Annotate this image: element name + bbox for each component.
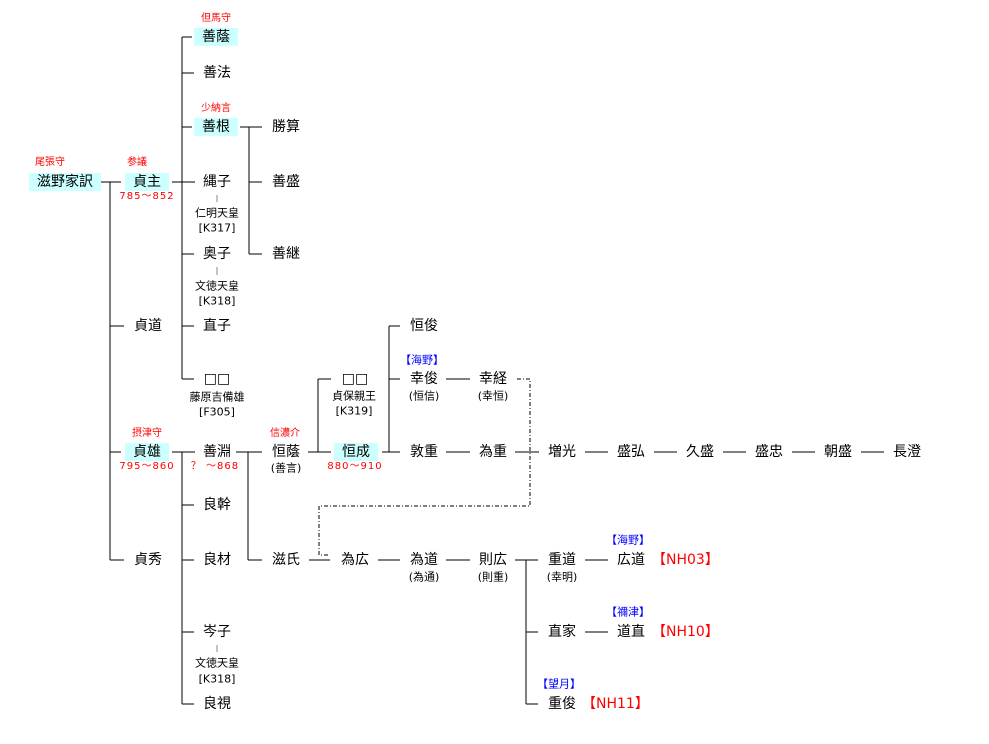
person-hisamori[interactable]: 久盛: [686, 444, 714, 460]
sadao-years: 795～860: [119, 461, 175, 472]
clan-label: 【海野】: [400, 353, 444, 367]
person-yoshibuchi[interactable]: 善淵: [203, 444, 231, 460]
person-yoshinori[interactable]: 善法: [203, 65, 231, 81]
spouse-code: [K317]: [198, 221, 236, 235]
sadanushi-title: 参議: [127, 157, 147, 168]
person-sadahide[interactable]: 貞秀: [134, 552, 162, 568]
spouse-label: 藤原吉備雄: [189, 390, 245, 404]
person-yoshikage[interactable]: 善蔭: [194, 28, 238, 46]
person-masumitsu[interactable]: 増光: [548, 444, 576, 460]
person-sadanushi[interactable]: 貞主: [125, 173, 169, 191]
person-unknown-daughter-2[interactable]: □□: [341, 371, 369, 387]
yoshine-title: 少納言: [201, 103, 231, 114]
root-person[interactable]: 滋野家訳: [29, 173, 101, 191]
ref-link[interactable]: 【NH03】: [652, 552, 719, 568]
alt-name: (幸恒): [477, 389, 509, 403]
spouse-label: 文徳天皇: [195, 279, 239, 293]
person-mineko[interactable]: 岑子: [203, 624, 231, 640]
person-naoie[interactable]: 直家: [548, 624, 576, 640]
tsunekage-title: 信濃介: [270, 428, 300, 439]
spouse-label: 文徳天皇: [195, 656, 239, 670]
clan-label: 【禰津】: [606, 605, 650, 619]
person-tadako[interactable]: 縄子: [203, 174, 231, 190]
person-atsushige[interactable]: 敦重: [410, 444, 438, 460]
alt-name: (則重): [477, 570, 509, 584]
spouse-code: [F305]: [199, 405, 235, 419]
person-yukitsune[interactable]: 幸経: [479, 371, 507, 387]
person-yoshimoto[interactable]: 良幹: [203, 497, 231, 513]
person-nagazumi[interactable]: 長澄: [893, 444, 921, 460]
person-shigemichi[interactable]: 重道: [548, 552, 576, 568]
person-tamehiro[interactable]: 為広: [341, 552, 369, 568]
person-tameshige[interactable]: 為重: [479, 444, 507, 460]
alt-name: (幸明): [546, 570, 578, 584]
clan-label: 【望月】: [537, 677, 581, 691]
person-moritada[interactable]: 盛忠: [755, 444, 783, 460]
yoshikage-title: 但馬守: [201, 13, 231, 24]
person-shigeuji[interactable]: 滋氏: [272, 552, 300, 568]
clan-label: 【海野】: [606, 533, 650, 547]
alt-name: (善言): [270, 461, 302, 475]
root-title: 尾張守: [35, 157, 65, 168]
alt-name: (恒信): [408, 389, 440, 403]
person-unknown-daughter[interactable]: □□: [203, 371, 231, 387]
person-hiromichi[interactable]: 広道: [617, 552, 645, 568]
person-tsunetoshi[interactable]: 恒俊: [410, 318, 438, 334]
person-sadao[interactable]: 貞雄: [125, 443, 169, 461]
person-tomomori[interactable]: 朝盛: [824, 444, 852, 460]
yoshibuchi-years: ？ ～868: [190, 461, 240, 472]
spouse-label: 貞保親王: [332, 389, 376, 403]
person-tsunenari[interactable]: 恒成: [334, 443, 378, 461]
person-shigetoshi[interactable]: 重俊: [548, 696, 576, 712]
person-shosan[interactable]: 勝算: [272, 119, 300, 135]
spouse-code: [K318]: [198, 294, 236, 308]
person-okuko[interactable]: 奥子: [203, 246, 231, 262]
spouse-code: [K319]: [335, 404, 373, 418]
person-norihiro[interactable]: 則広: [479, 552, 507, 568]
ref-link[interactable]: 【NH11】: [582, 696, 649, 712]
person-yukitoshi[interactable]: 幸俊: [410, 371, 438, 387]
person-yoshine[interactable]: 善根: [194, 118, 238, 136]
tsunenari-years: 880～910: [327, 461, 383, 472]
person-yoshimi[interactable]: 良視: [203, 696, 231, 712]
sadao-title: 摂津守: [132, 428, 162, 439]
alt-name: (為通): [408, 570, 440, 584]
person-naoko[interactable]: 直子: [203, 318, 231, 334]
spouse-label: 仁明天皇: [195, 206, 239, 220]
ref-link[interactable]: 【NH10】: [652, 624, 719, 640]
person-yoshitsugu[interactable]: 善継: [272, 246, 300, 262]
person-yoshimori[interactable]: 善盛: [272, 174, 300, 190]
person-tamemichi[interactable]: 為道: [410, 552, 438, 568]
person-michinao[interactable]: 道直: [617, 624, 645, 640]
person-yoshiki[interactable]: 良材: [203, 552, 231, 568]
person-tsunekage[interactable]: 恒蔭: [272, 444, 300, 460]
sadanushi-years: 785～852: [119, 191, 175, 202]
person-morihiro[interactable]: 盛弘: [617, 444, 645, 460]
spouse-code: [K318]: [198, 672, 236, 686]
person-sadamichi[interactable]: 貞道: [134, 318, 162, 334]
